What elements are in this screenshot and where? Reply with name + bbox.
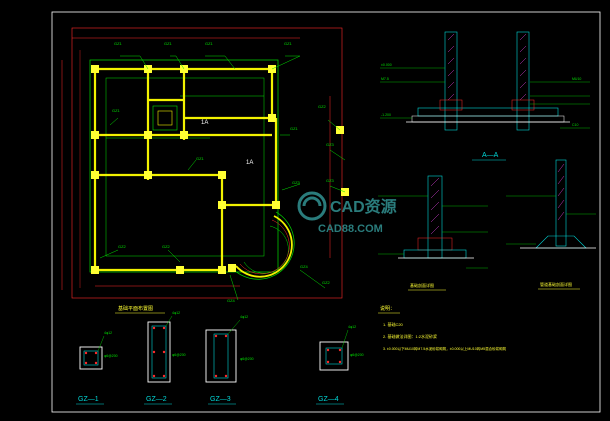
column-tag-4: GZ1 [284, 41, 293, 46]
column-tag-3: GZ1 [205, 41, 214, 46]
foundation-detail-1: 基础剖面详图 [378, 175, 488, 291]
watermark: CAD资源 CAD88.COM [297, 191, 397, 235]
column-tag-10: GZ2 [322, 280, 331, 285]
column-tag-11: GZ2 [318, 104, 327, 109]
column-section-gz-4: 4φ12 φ6@200 GZ—4 [316, 325, 364, 405]
detail-2-caption: 管道基础剖面详图 [540, 281, 572, 287]
gz-4-stirrup: φ6@200 [350, 353, 364, 357]
svg-text:MU10: MU10 [572, 77, 581, 81]
column-tag-13: GZ3 [326, 178, 335, 183]
column-tag-2: GZ1 [164, 41, 173, 46]
gz-4-rebar: 4φ12 [348, 325, 356, 329]
column-tag-15: GZ4 [227, 298, 236, 303]
column-section-gz-1: 4φ12 φ6@200 GZ—1 [76, 331, 118, 405]
svg-text:C10: C10 [572, 123, 578, 127]
column-tag-1: GZ1 [114, 41, 123, 46]
tie-column-11 [218, 171, 226, 179]
gz-4-label: GZ—4 [318, 396, 339, 403]
watermark-cn: CAD资源 [330, 197, 397, 216]
svg-text:±0.000: ±0.000 [381, 63, 392, 67]
section-a-a: ±0.000 M7.5 -1.200 MU10 C10 A—A [380, 31, 590, 161]
tie-column-13 [272, 201, 280, 209]
column-sections: 4φ12 φ6@200 GZ—1 4φ12 φ6@200 GZ—2 4φ12 φ… [76, 311, 364, 405]
tie-column-12 [218, 201, 226, 209]
tie-column-7 [180, 131, 188, 139]
gz-1-rebar: 4φ12 [104, 331, 112, 335]
tie-column-14 [91, 266, 99, 274]
column-tag-14: GZ3 [292, 180, 301, 185]
svg-text:-1.200: -1.200 [381, 113, 391, 117]
curved-bay [231, 211, 295, 280]
plan-walls [93, 67, 278, 272]
tie-column-5 [91, 131, 99, 139]
note-item-3: 3. ±0.000以下MU10砖M7.5水泥砂浆砌筑，±0.000以上MU10砖… [383, 346, 507, 351]
notes-block: 说明： 1. 基础C20 2. 基础做法详图：1:2水泥砂浆 3. ±0.000… [378, 305, 507, 351]
tie-column-19 [228, 264, 236, 272]
column-tag-7: GZ1 [290, 126, 299, 131]
tie-column-16 [218, 266, 226, 274]
room-label-2: 1A [246, 160, 253, 166]
gz-3-label: GZ—3 [210, 396, 231, 403]
column-tag-8: GZ2 [118, 244, 127, 249]
svg-text:M7.5: M7.5 [381, 77, 389, 81]
gz-1-label: GZ—1 [78, 396, 99, 403]
tie-column-10 [144, 171, 152, 179]
notes-heading: 说明： [380, 305, 395, 312]
column-tag-6: GZ1 [196, 156, 205, 161]
column-section-gz-2: 4φ12 φ6@200 GZ—2 [144, 311, 186, 405]
column-section-gz-3: 4φ12 φ6@200 GZ—3 [205, 315, 254, 405]
column-tag-9: GZ2 [162, 244, 171, 249]
tie-column-1 [91, 65, 99, 73]
tie-column-9 [91, 171, 99, 179]
gz-3-rebar: 4φ12 [240, 315, 248, 319]
tie-column-8 [268, 114, 276, 122]
column-tag-5: GZ1 [112, 108, 121, 113]
tie-column-15 [176, 266, 184, 274]
detail-1-caption: 基础剖面详图 [410, 282, 434, 288]
column-tag-16: GZ4 [300, 264, 309, 269]
plan-dimension-frame [71, 27, 343, 299]
gz-2-stirrup: φ6@200 [172, 353, 186, 357]
gz-2-rebar: 4φ12 [172, 311, 180, 315]
column-tag-12: GZ3 [326, 142, 335, 147]
tie-column-markers [91, 65, 349, 274]
gz-2-label: GZ—2 [146, 396, 167, 403]
section-a-a-title: A—A [482, 152, 499, 159]
drawing-border [51, 11, 601, 413]
gz-3-stirrup: φ6@200 [240, 357, 254, 361]
watermark-url: CAD88.COM [318, 223, 383, 235]
gz-1-stirrup: φ6@200 [104, 354, 118, 358]
foundation-detail-2: 管道基础剖面详图 [506, 159, 596, 290]
tie-column-6 [144, 131, 152, 139]
note-item-1: 1. 基础C20 [383, 321, 404, 327]
room-label-1: 1A [201, 120, 208, 126]
plan-caption: 基础平面布置图 [118, 305, 153, 312]
note-item-2: 2. 基础做法详图：1:2水泥砂浆 [383, 333, 437, 339]
